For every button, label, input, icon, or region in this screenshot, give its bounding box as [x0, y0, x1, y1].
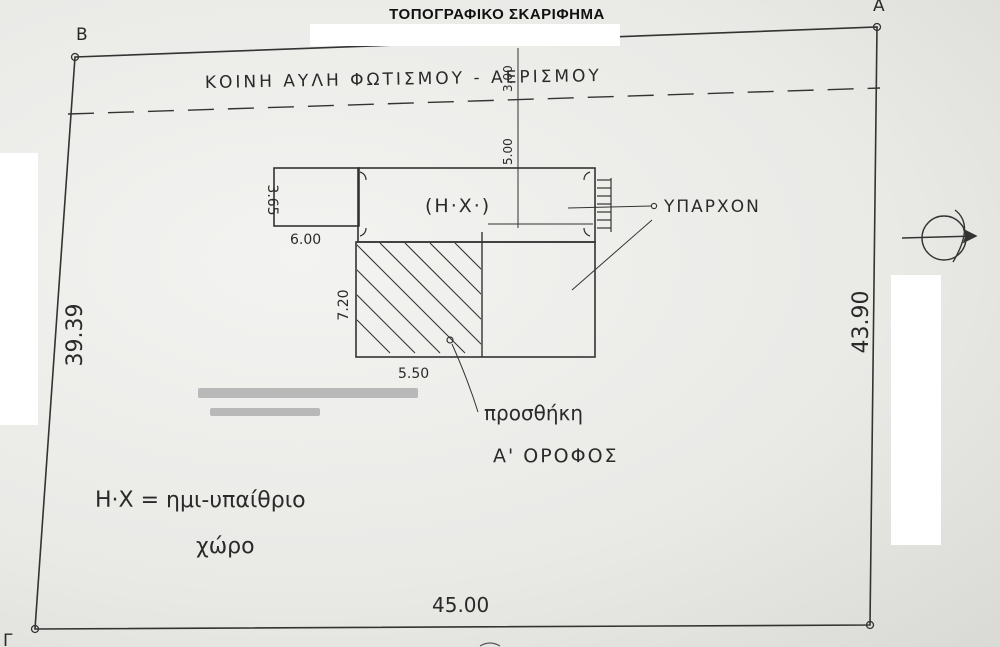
north-arrow-icon [901, 209, 978, 263]
addition-width-label: 5.50 [398, 366, 429, 382]
right-side-label: 43.90 [849, 291, 874, 354]
annex-outline [273, 167, 360, 227]
bottom-edge-mark [479, 642, 501, 647]
addition-leader-dot [446, 336, 454, 344]
page-title: ΤΟΠΟΓΡΑΦΙΚΟ ΣΚΑΡΙΦΗΜΑ [389, 6, 605, 23]
addition-label-line1: προσθήκη [484, 401, 583, 425]
addition-hatched-area [357, 243, 481, 354]
faded-stamp [198, 388, 418, 416]
corner-a-label: A [873, 0, 885, 16]
addition-label-line2: Α' ΟΡΟΦΟΣ [493, 445, 619, 467]
existing-leader-dot [650, 202, 658, 210]
plot-boundary [34, 26, 878, 630]
bottom-side-label: 45.00 [432, 593, 489, 617]
corner-mark [359, 171, 367, 181]
top-depth-label: 3.00 [501, 65, 515, 92]
corner-c-label: Γ [3, 631, 13, 647]
corner-b-label: B [76, 25, 88, 45]
corner-mark [583, 171, 591, 181]
annex-height-label: 3.65 [264, 184, 280, 215]
courtyard-label: ΚΟΙΝΗ ΑΥΛΗ ΦΩΤΙΣΜΟΥ - ΑΕΡΙΣΜΟΥ [205, 66, 602, 93]
courtyard-boundary-dashed [67, 87, 881, 115]
existing-pointer-line [571, 219, 653, 291]
setback-label: 5.00 [501, 138, 515, 165]
addition-depth-label: 7.20 [336, 289, 352, 320]
corner-d-marker [865, 620, 875, 630]
addition-outline [355, 241, 596, 358]
existing-label: ΥΠΑΡΧΟΝ [663, 197, 761, 217]
corner-a-marker [872, 22, 882, 32]
corner-b-marker [70, 52, 80, 62]
redaction-block [0, 153, 38, 425]
corner-mark [359, 227, 367, 237]
annex-width-label: 6.00 [290, 232, 321, 248]
corner-mark [583, 227, 591, 237]
staircase-symbol [597, 178, 612, 232]
left-side-label: 39.39 [63, 304, 88, 367]
semi-open-label: (Η·Χ·) [425, 195, 491, 217]
corner-c-marker [30, 624, 40, 634]
legend-line2: χώρο [196, 534, 255, 559]
legend-line1: Η·Χ = ημι-υπαίθριο [95, 488, 306, 513]
redaction-block [310, 24, 620, 46]
addition-leader-line [451, 343, 479, 413]
redaction-block [891, 275, 941, 545]
existing-leader-line [567, 205, 653, 209]
